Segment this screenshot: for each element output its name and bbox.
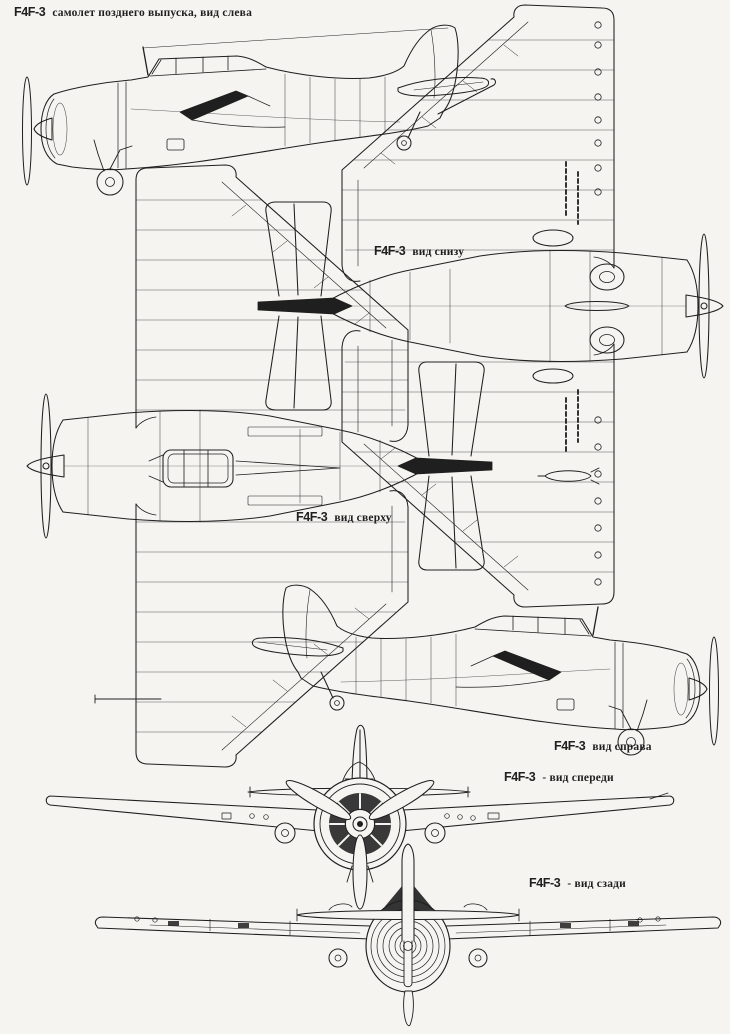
elevator-horns (297, 904, 519, 921)
canopy-top (149, 450, 233, 487)
wheel-left-rear (329, 949, 347, 967)
pitot-tube (95, 695, 161, 703)
walkway-upper (248, 427, 322, 436)
pitot-front (650, 793, 668, 799)
wheel-hub (475, 955, 481, 961)
propeller-front (283, 775, 437, 909)
rudder-lower (404, 941, 412, 987)
wheel-well-right (590, 327, 624, 353)
bottom-view-details (533, 22, 629, 585)
top-view-drawing (26, 164, 493, 768)
rear-view-drawing (95, 844, 720, 1026)
antenna-wire (143, 28, 448, 48)
model-code: F4F-3 (296, 510, 328, 524)
caption-text: вид снизу (412, 246, 465, 258)
bomb (538, 468, 599, 484)
caption-text: вид справа (592, 741, 652, 753)
hatch-lower (533, 369, 573, 383)
caption-text: вид сверху (334, 512, 392, 524)
walkway-lower (248, 496, 322, 505)
label-top-view: F4F-3 вид сверху (296, 510, 392, 525)
belly-fairing (565, 302, 629, 311)
gear-legs-front (347, 866, 373, 882)
wheel-left (600, 272, 615, 283)
label-side-right: F4F-3 вид справа (554, 739, 652, 754)
gun-bays (566, 162, 578, 451)
label-bottom-view: F4F-3 вид снизу (374, 244, 465, 259)
fin-rear (402, 844, 414, 941)
wheel-right (600, 335, 615, 346)
model-code: F4F-3 (554, 739, 586, 753)
wheel-left-front (275, 823, 295, 843)
wing-details-front (222, 813, 499, 820)
model-code: F4F-3 (504, 770, 536, 784)
label-side-left: F4F-3 самолет позднего выпуска, вид слева (14, 5, 253, 20)
model-code: F4F-3 (14, 5, 46, 19)
wheel-hub (335, 955, 341, 961)
spinner-front (357, 821, 363, 827)
aileron-lines-rear (150, 925, 666, 933)
wing-dots-rear (135, 917, 660, 922)
wheel-well-left (590, 264, 624, 290)
side-view-left-drawing (21, 24, 496, 196)
wheel-right-rear (469, 949, 487, 967)
arresting-hook (438, 79, 495, 114)
model-code: F4F-3 (529, 876, 561, 890)
label-front-view: F4F-3 - вид спереди (504, 770, 614, 785)
wheel-hub (432, 830, 439, 837)
wing-right-rear (446, 917, 721, 939)
side-view-right-drawing (251, 584, 720, 756)
spinner-rear (404, 942, 413, 951)
wing-left-front (46, 796, 319, 831)
wing-hinges-rear (168, 921, 639, 928)
dorsal-fairing (236, 461, 340, 475)
caption-text: - вид сзади (567, 878, 626, 890)
caption-text: - вид спереди (542, 772, 614, 784)
tailwheel-rear (404, 991, 414, 1026)
fin-fillet-left (382, 886, 402, 910)
wing-right-front (401, 796, 674, 831)
caption-text: самолет позднего выпуска, вид слева (52, 7, 253, 19)
wheel-right-front (425, 823, 445, 843)
front-view-drawing (46, 725, 674, 909)
fin-fillet-right (414, 886, 434, 910)
wheel-hub (282, 830, 289, 837)
model-code: F4F-3 (374, 244, 406, 258)
hatch-upper (533, 230, 573, 246)
wing-ticks-rear (210, 919, 610, 935)
inspection-holes (595, 22, 601, 585)
wing-left-rear (95, 917, 370, 939)
label-rear-view: F4F-3 - вид сзади (529, 876, 626, 891)
